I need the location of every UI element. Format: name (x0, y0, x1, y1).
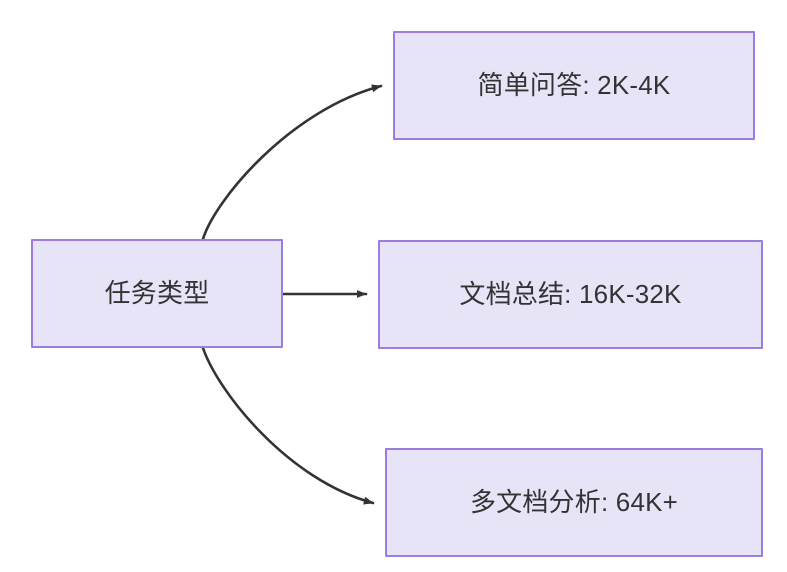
edge-to-simple-qa (201, 84, 383, 241)
node-simple-qa-label: 简单问答: 2K-4K (477, 69, 671, 100)
node-task-type[interactable]: 任务类型 (31, 239, 283, 348)
edge-to-multi-doc-analysis (201, 346, 375, 505)
node-simple-qa[interactable]: 简单问答: 2K-4K (393, 31, 755, 140)
node-doc-summary-label: 文档总结: 16K-32K (459, 278, 682, 309)
node-task-type-label: 任务类型 (104, 277, 210, 308)
node-multi-doc-analysis-label: 多文档分析: 64K+ (469, 486, 679, 517)
node-multi-doc-analysis[interactable]: 多文档分析: 64K+ (385, 448, 763, 557)
node-doc-summary[interactable]: 文档总结: 16K-32K (378, 240, 763, 349)
